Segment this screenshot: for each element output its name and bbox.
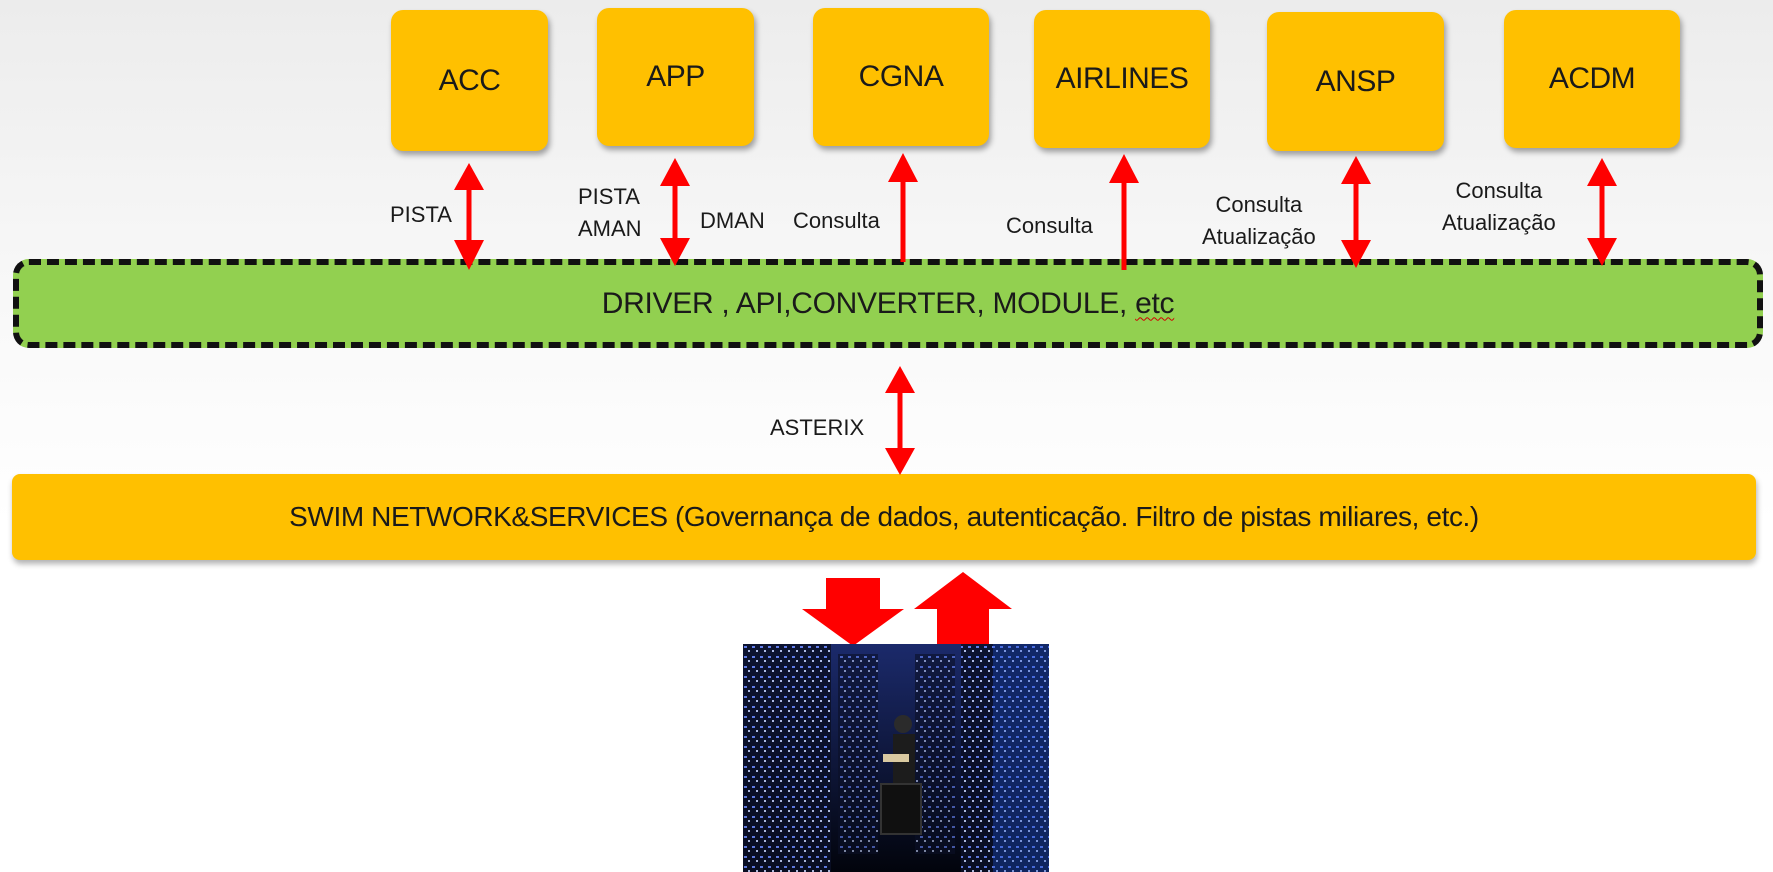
arrow-acdm-double <box>1587 158 1617 266</box>
node-acdm: ACDM <box>1504 10 1680 148</box>
block-arrow-up <box>914 572 1012 644</box>
label-airlines-consulta: Consulta <box>1006 213 1093 238</box>
server-room-photo <box>743 644 1049 872</box>
label-app-pista: PISTA <box>578 184 640 209</box>
swim-layer-text: SWIM NETWORK&SERVICES (Governança de dad… <box>289 501 1479 532</box>
label-app-pista-aman: PISTA AMAN <box>578 181 642 245</box>
node-app-label: APP <box>646 60 705 93</box>
label-acc-pista: PISTA <box>390 202 452 227</box>
label-acdm-consulta-atualizacao: Consulta Atualização <box>1442 175 1556 239</box>
arrow-ansp-double <box>1341 156 1371 268</box>
arrow-cgna-up <box>888 153 918 262</box>
label-acdm-atualizacao: Atualização <box>1442 209 1556 235</box>
arrow-app-double <box>660 158 690 266</box>
node-airlines-label: AIRLINES <box>1055 62 1189 95</box>
node-acc: ACC <box>391 10 548 151</box>
label-ansp-atualizacao: Atualização <box>1202 223 1316 249</box>
node-airlines: AIRLINES <box>1034 10 1210 148</box>
label-ansp-consulta-atualizacao: Consulta Atualização <box>1202 189 1316 253</box>
node-acdm-label: ACDM <box>1548 62 1636 95</box>
driver-api-layer: DRIVER , API,CONVERTER, MODULE, etc <box>13 259 1763 348</box>
node-acc-label: ACC <box>438 63 501 97</box>
label-app-aman: AMAN <box>578 215 642 241</box>
driver-layer-text: DRIVER , API,CONVERTER, MODULE, <box>601 286 1128 320</box>
node-ansp: ANSP <box>1267 12 1444 151</box>
node-cgna-label: CGNA <box>858 60 944 93</box>
label-app-dman: DMAN <box>700 208 765 233</box>
driver-layer-etc: etc <box>1135 286 1175 320</box>
label-asterix: ASTERIX <box>770 415 865 440</box>
node-app: APP <box>597 8 754 146</box>
swim-network-layer: SWIM NETWORK&SERVICES (Governança de dad… <box>12 474 1756 560</box>
arrow-asterix-double <box>885 366 915 475</box>
block-arrow-down <box>802 578 904 646</box>
label-cgna-consulta: Consulta <box>793 208 880 233</box>
label-acdm-consulta: Consulta <box>1455 178 1543 203</box>
arrow-acc-double <box>454 163 484 270</box>
node-ansp-label: ANSP <box>1315 64 1396 98</box>
arrow-airlines-up <box>1109 154 1139 270</box>
node-cgna: CGNA <box>813 8 989 146</box>
label-ansp-consulta: Consulta <box>1215 192 1303 217</box>
